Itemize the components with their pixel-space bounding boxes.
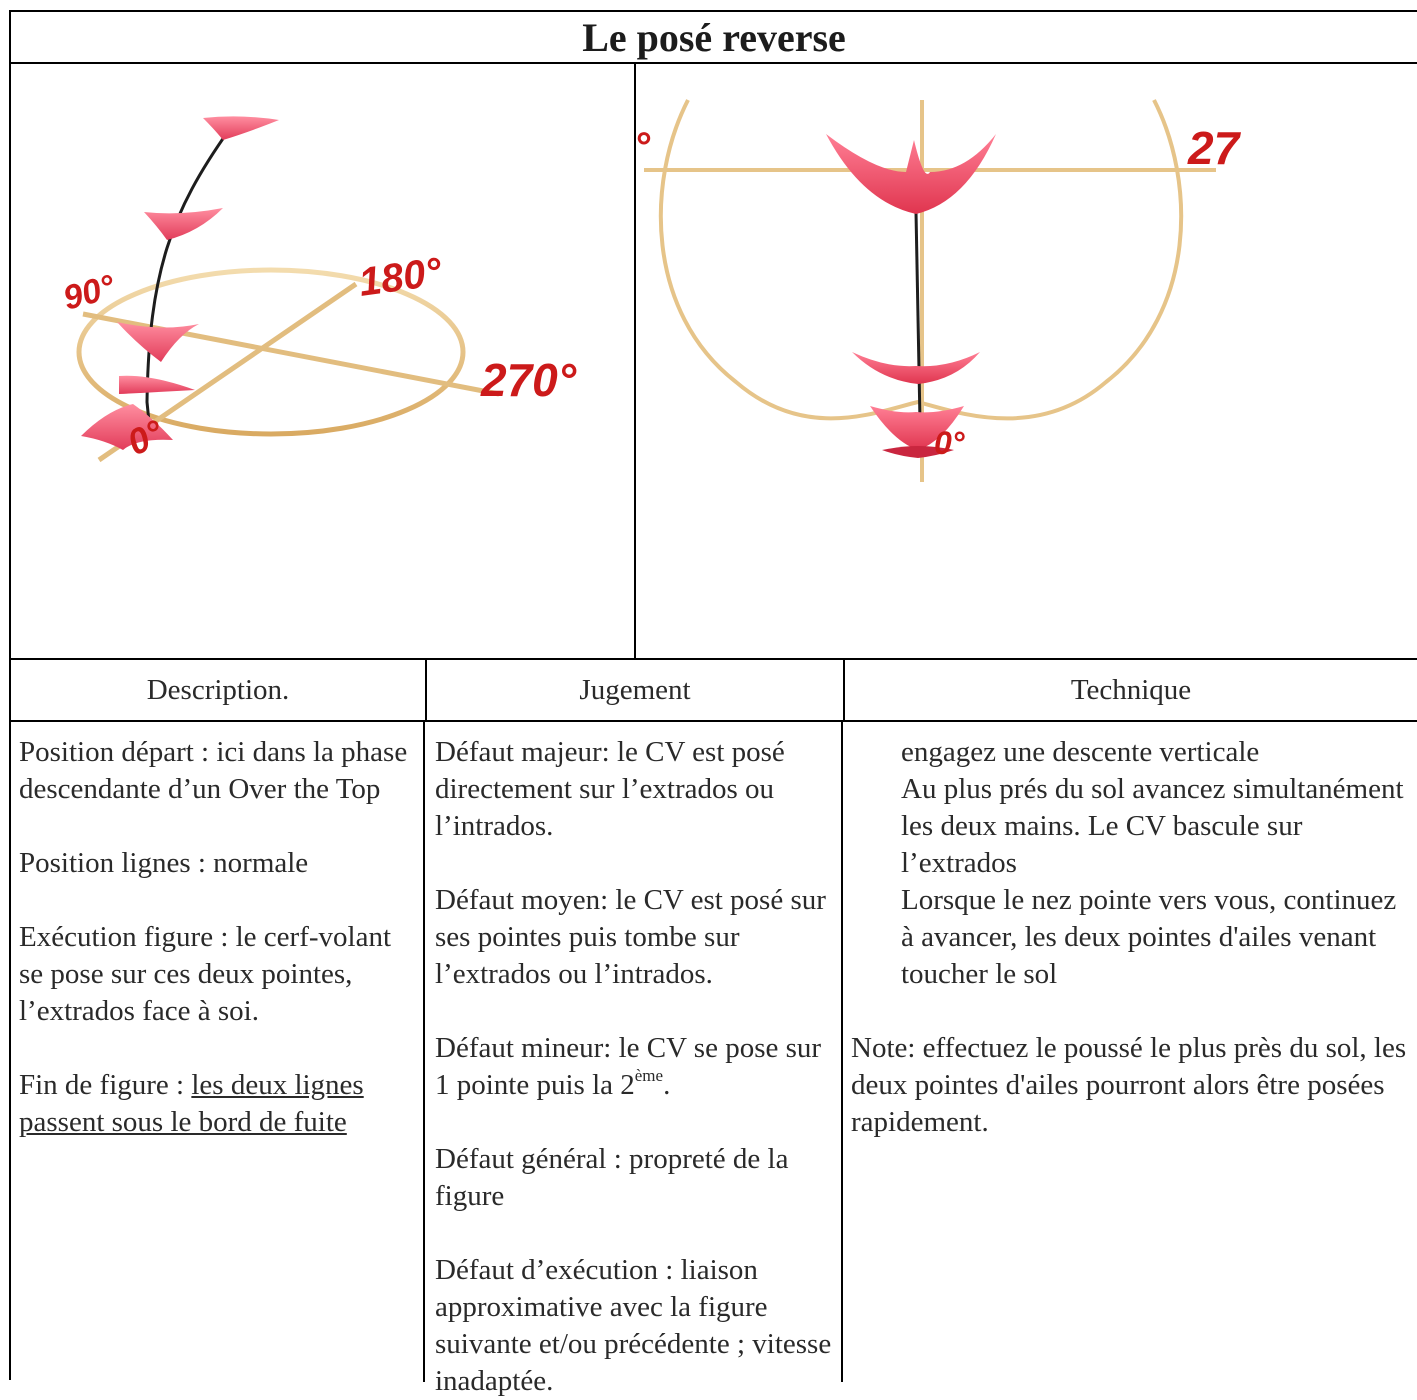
description-start-position: Position départ : ici dans la phase desc…: [19, 736, 408, 805]
trajectory-line: [145, 129, 231, 423]
technique-step-3: Lorsque le nez pointe vers vous, continu…: [901, 884, 1397, 990]
images-row: 90° 180° 270° 0°: [11, 62, 1417, 660]
label-left-partial: °: [636, 125, 651, 169]
description-line-position: Position lignes : normale: [19, 847, 309, 879]
jugement-column: Défaut majeur: le CV est posé directemen…: [427, 722, 843, 1397]
description-end: Fin de figure : les deux lignes passent …: [19, 1067, 417, 1141]
kite-shape: [144, 208, 223, 240]
description-end-prefix: Fin de figure :: [19, 1069, 192, 1101]
header-description: Description.: [11, 660, 427, 720]
label-bottom: 0°: [934, 425, 965, 461]
description-column: Position départ : ici dans la phase desc…: [11, 722, 425, 1382]
defaut-moyen: Défaut moyen: le CV est posé sur ses poi…: [435, 884, 826, 990]
header-technique: Technique: [1070, 673, 1192, 706]
defaut-mineur-sup: ème: [634, 1066, 664, 1085]
figure-perspective: 90° 180° 270° 0°: [11, 62, 636, 658]
kite-shape: [826, 134, 996, 214]
column-headers: Description. Jugement Technique: [11, 660, 1417, 722]
vertical-ring: [658, 99, 1184, 421]
defaut-execution: Défaut d’exécution : liaison approximati…: [435, 1254, 832, 1397]
front-view-diagram: ° 27 0°: [636, 99, 1242, 482]
page-title: Le posé reverse: [582, 14, 846, 60]
description-end-underlined: les deux lignes passent sous le bord de …: [19, 1069, 364, 1138]
technique-column: engagez une descente verticale Au plus p…: [845, 722, 1417, 1382]
defaut-general: Défaut général : propreté de la figure: [435, 1143, 789, 1212]
kite-shape: [870, 406, 964, 450]
technique-step-2: Au plus prés du sol avancez simultanémen…: [901, 773, 1404, 879]
defaut-mineur-text: Défaut mineur: le CV se pose sur 1 point…: [435, 1032, 822, 1101]
kite-shape: [119, 375, 195, 394]
label-270: 270°: [480, 354, 577, 406]
header-jugement: Jugement: [427, 660, 845, 720]
kite-shape: [852, 352, 980, 384]
defaut-mineur: Défaut mineur: le CV se pose sur 1 point…: [435, 1030, 835, 1104]
label-180: 180°: [356, 250, 445, 305]
description-execution: Exécution figure : le cerf-volant se pos…: [19, 921, 392, 1027]
defaut-majeur: Défaut majeur: le CV est posé directemen…: [435, 736, 785, 842]
content-row: Position départ : ici dans la phase desc…: [11, 722, 1417, 1397]
figure-front-view: ° 27 0°: [636, 62, 1417, 658]
figure-sheet: Le posé reverse: [9, 10, 1417, 1397]
kite-shape: [203, 116, 279, 140]
trajectory-line: [914, 211, 922, 423]
label-right-partial: 27: [1187, 122, 1242, 174]
kite-shape: [81, 404, 173, 450]
title-row: Le posé reverse: [11, 12, 1417, 64]
defaut-mineur-end: .: [663, 1069, 671, 1101]
perspective-diagram: 90° 180° 270° 0°: [59, 116, 577, 463]
kite-shape: [882, 446, 954, 458]
ground-ring: [76, 267, 466, 437]
technique-step-1: engagez une descente verticale: [901, 736, 1260, 768]
technique-note: Note: effectuez le poussé le plus près d…: [851, 1032, 1407, 1138]
kite-shape: [117, 322, 199, 362]
label-90: 90°: [59, 268, 119, 318]
